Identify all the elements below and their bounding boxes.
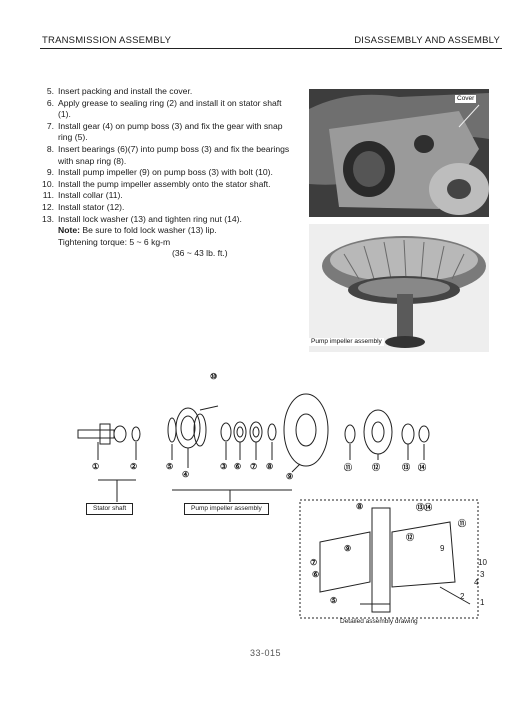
- section-title: TRANSMISSION ASSEMBLY: [42, 35, 172, 46]
- torque-spec: Tightening torque: 5 ~ 6 kg-m: [58, 236, 171, 247]
- detail-callout-6: ⑥: [312, 570, 320, 579]
- step-item: 11.Install collar (11).: [42, 190, 123, 201]
- step-item: 7.Install gear (4) on pump boss (3) and …: [46, 120, 283, 143]
- step-item: 13.Install lock washer (13) and tighten …: [42, 213, 242, 224]
- page-header: TRANSMISSION ASSEMBLY DISASSEMBLY AND AS…: [40, 34, 502, 49]
- detail-label-10: 10: [478, 558, 487, 567]
- callout-5: ⑤: [166, 462, 174, 471]
- callout-12: ⑫: [372, 463, 380, 472]
- exploded-view-drawing: [77, 393, 479, 619]
- step-item: 5.Insert packing and install the cover.: [46, 86, 193, 96]
- photo-label-pump-impeller: Pump impeller assembly: [309, 338, 384, 346]
- pump-impeller-photo: Pump impeller assembly: [309, 224, 489, 352]
- note-text: Be sure to fold lock washer (13) lip.: [82, 225, 217, 236]
- page-number: 33-015: [249, 648, 282, 658]
- detail-callout-13-14: ⑬⑭: [416, 503, 432, 512]
- step-item: 8.Insert bearings (6)(7) into pump boss …: [46, 143, 290, 166]
- callout-11: ⑪: [344, 463, 352, 472]
- callout-14: ⑭: [418, 463, 426, 472]
- detail-callout-12: ⑫: [406, 533, 414, 542]
- note: Note: Be sure to fold lock washer (13) l…: [58, 225, 296, 237]
- callout-8: ⑧: [266, 462, 274, 471]
- detail-callout-7: ⑦: [310, 558, 318, 567]
- detail-drawing-caption: Detailed assembly drawing: [340, 618, 418, 625]
- callout-9: ⑨: [286, 472, 294, 481]
- detail-callout-9: ⑨: [344, 544, 352, 553]
- step-item: 9.Install pump impeller (9) on pump boss…: [46, 167, 273, 178]
- callout-7: ⑦: [250, 462, 258, 471]
- callout-2: ②: [130, 462, 138, 471]
- callout-1: ①: [92, 462, 100, 471]
- photo-label-cover: Cover: [455, 95, 477, 103]
- detail-label-9: 9: [440, 544, 445, 553]
- step-item: 12.Install stator (12).: [42, 201, 125, 212]
- pump-impeller-assembly-label: Pump impeller assembly: [184, 503, 269, 515]
- detail-label-2: 2: [460, 592, 465, 601]
- chapter-title: DISASSEMBLY AND ASSEMBLY: [354, 35, 500, 46]
- assembly-steps: 5.Insert packing and install the cover. …: [34, 86, 296, 260]
- callout-4: ④: [182, 470, 190, 479]
- torque-spec-imperial: (36 ~ 43 lb. ft.): [172, 248, 228, 259]
- detail-label-4: 4: [474, 578, 479, 587]
- detail-callout-5: ⑤: [330, 596, 338, 605]
- stator-shaft-label: Stator shaft: [86, 503, 134, 515]
- callout-6: ⑥: [234, 462, 242, 471]
- detail-label-1: 1: [480, 598, 485, 607]
- detail-callout-8: ⑧: [356, 502, 364, 511]
- note-label: Note:: [58, 225, 80, 236]
- callout-13: ⑬: [402, 463, 410, 472]
- cover-photo: Cover: [309, 89, 489, 217]
- callout-10: ⑩: [210, 372, 218, 381]
- exploded-view-diagram: ⑩ ① ② ⑤ ④ ③ ⑥ ⑦ ⑧ ⑨ ⑪ ⑫ ⑬ ⑭ Stator shaft…: [60, 372, 490, 625]
- callout-3: ③: [220, 462, 228, 471]
- step-item: 6.Apply grease to sealing ring (2) and i…: [46, 97, 282, 120]
- step-item: 10.Install the pump impeller assembly on…: [42, 178, 271, 189]
- detail-label-3: 3: [480, 570, 485, 579]
- detail-callout-11: ⑪: [458, 519, 466, 528]
